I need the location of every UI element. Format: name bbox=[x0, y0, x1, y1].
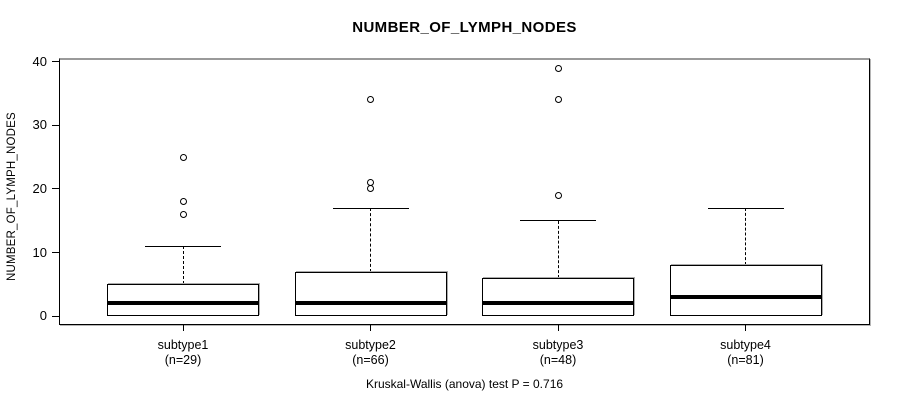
iqr-box bbox=[107, 284, 259, 317]
upper-whisker-line bbox=[182, 246, 184, 285]
y-axis-tick-label: 30 bbox=[32, 117, 47, 133]
outlier-point bbox=[367, 179, 374, 187]
category-name: subtype1 bbox=[157, 338, 209, 352]
outlier-point bbox=[179, 153, 187, 161]
outlier-point bbox=[367, 96, 374, 104]
outlier-point bbox=[554, 64, 562, 72]
x-axis-tick bbox=[557, 325, 559, 331]
x-axis-tick bbox=[745, 325, 746, 331]
category-label: subtype3(n=48) bbox=[478, 338, 638, 368]
iqr-box bbox=[294, 271, 447, 317]
upper-whisker-line bbox=[745, 208, 746, 266]
category-name: subtype3 bbox=[532, 338, 584, 352]
y-axis-tick bbox=[52, 124, 59, 126]
category-label: subtype1(n=29) bbox=[103, 338, 263, 368]
category-label: subtype2(n=66) bbox=[291, 338, 451, 368]
category-name: subtype2 bbox=[345, 338, 396, 352]
y-axis-tick bbox=[52, 188, 59, 190]
y-axis-tick-label: 40 bbox=[32, 53, 47, 69]
stat-test-caption: Kruskal-Wallis (anova) test P = 0.716 bbox=[365, 377, 564, 391]
category-count: (n=66) bbox=[352, 353, 389, 367]
category-count: (n=29) bbox=[164, 353, 202, 367]
upper-whisker-cap bbox=[707, 207, 784, 209]
category-count: (n=81) bbox=[727, 353, 764, 367]
upper-whisker-cap bbox=[520, 220, 596, 222]
median-line bbox=[482, 301, 634, 306]
outlier-point bbox=[179, 198, 187, 206]
iqr-box bbox=[482, 277, 634, 317]
x-axis-tick bbox=[370, 325, 371, 331]
plot-frame bbox=[59, 58, 870, 325]
upper-whisker-line bbox=[370, 208, 371, 272]
median-line bbox=[669, 295, 822, 300]
y-axis-tick-label: 10 bbox=[32, 244, 47, 260]
outlier-point bbox=[554, 96, 562, 104]
median-line bbox=[107, 301, 259, 306]
category-label: subtype4(n=81) bbox=[666, 338, 826, 368]
y-axis-tick bbox=[52, 315, 59, 317]
iqr-box bbox=[669, 265, 822, 317]
y-axis-tick bbox=[52, 61, 59, 63]
y-axis-tick bbox=[52, 252, 59, 254]
outlier-point bbox=[179, 210, 187, 218]
y-axis-tick-label: 20 bbox=[32, 180, 47, 196]
upper-whisker-cap bbox=[145, 245, 221, 247]
upper-whisker-cap bbox=[332, 207, 409, 209]
median-line bbox=[294, 301, 447, 306]
category-count: (n=48) bbox=[539, 353, 577, 367]
upper-whisker-line bbox=[557, 220, 559, 278]
x-axis-tick bbox=[182, 325, 184, 331]
y-axis-tick-label: 0 bbox=[39, 308, 47, 324]
category-name: subtype4 bbox=[720, 338, 771, 352]
chart-title: NUMBER_OF_LYMPH_NODES bbox=[352, 19, 577, 36]
outlier-point bbox=[554, 191, 562, 199]
